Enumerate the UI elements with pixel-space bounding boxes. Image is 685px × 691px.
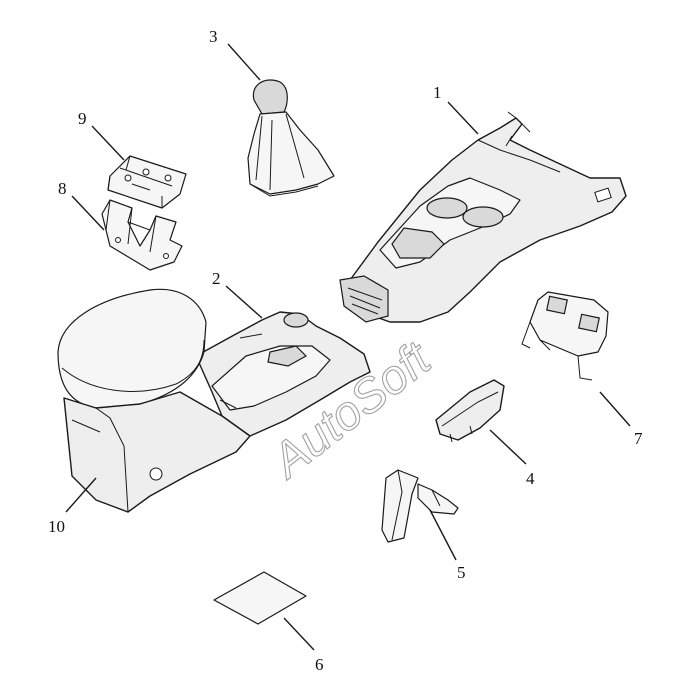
part-8-lower-bracket bbox=[101, 199, 183, 271]
part-6-flat-pad bbox=[213, 571, 307, 625]
callout-1: 1 bbox=[433, 83, 442, 102]
part-5-support-bracket bbox=[381, 469, 459, 543]
part-4-cover-plate bbox=[435, 379, 505, 443]
callout-7: 7 bbox=[634, 429, 643, 448]
leader-10 bbox=[65, 477, 97, 513]
leader-3 bbox=[227, 43, 261, 81]
callout-3: 3 bbox=[209, 27, 218, 46]
callout-2: 2 bbox=[212, 269, 221, 288]
leader-6 bbox=[283, 617, 315, 651]
callout-8: 8 bbox=[58, 179, 67, 198]
leader-8 bbox=[71, 195, 105, 231]
leader-lines bbox=[65, 43, 631, 651]
callout-6: 6 bbox=[315, 655, 324, 674]
leader-1 bbox=[447, 101, 479, 135]
part-1-center-console bbox=[339, 111, 627, 323]
leader-9 bbox=[91, 125, 125, 161]
callout-4: 4 bbox=[526, 469, 535, 488]
leader-5 bbox=[429, 509, 457, 561]
callout-5: 5 bbox=[457, 563, 466, 582]
callout-labels: 1 2 3 4 5 6 7 8 9 10 bbox=[48, 27, 643, 674]
callout-10: 10 bbox=[48, 517, 65, 536]
callout-9: 9 bbox=[78, 109, 87, 128]
leader-2 bbox=[225, 285, 263, 319]
leader-4 bbox=[489, 429, 527, 465]
part-9-upper-bracket bbox=[107, 155, 187, 209]
part-7-switch-bracket bbox=[521, 291, 609, 381]
leader-7 bbox=[599, 391, 631, 427]
part-10-armrest bbox=[57, 288, 251, 513]
part-3-shift-knob-boot bbox=[247, 79, 335, 197]
